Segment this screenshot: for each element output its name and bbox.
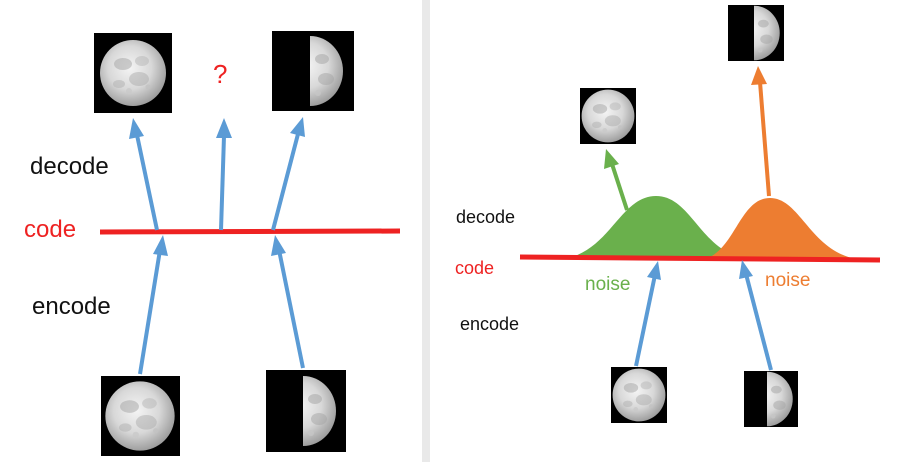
arrowhead bbox=[604, 149, 619, 169]
right-encode-label: encode bbox=[460, 314, 519, 334]
decode-arrow bbox=[135, 134, 159, 231]
left-top-half-moon-image bbox=[272, 31, 354, 111]
right-panel: decode code encode noise noise bbox=[455, 5, 881, 427]
right-bottom-full-moon-image bbox=[611, 367, 667, 423]
decode-arrow-green bbox=[610, 163, 629, 211]
arrowhead bbox=[129, 118, 144, 139]
decode-arrow bbox=[219, 135, 226, 231]
arrowhead bbox=[647, 261, 661, 280]
encode-arrow bbox=[634, 274, 657, 367]
left-panel: decode code encode ? bbox=[24, 31, 401, 456]
panel-divider bbox=[422, 0, 430, 462]
full-moon-icon bbox=[100, 40, 166, 106]
full-moon-icon bbox=[581, 89, 635, 143]
left-arrows bbox=[129, 117, 305, 375]
right-code-label: code bbox=[455, 258, 494, 278]
green-noise-distribution bbox=[563, 196, 748, 259]
arrowhead bbox=[271, 235, 286, 256]
orange-noise-distribution bbox=[705, 198, 856, 259]
right-code-line bbox=[519, 254, 881, 263]
arrowhead bbox=[216, 118, 232, 138]
left-bottom-full-moon-image bbox=[101, 376, 180, 456]
noise-right-label: noise bbox=[765, 270, 810, 291]
right-decode-label: decode bbox=[456, 207, 515, 227]
arrowhead bbox=[751, 66, 767, 85]
left-code-line bbox=[99, 228, 401, 235]
noise-left-label: noise bbox=[585, 274, 630, 295]
full-moon-icon bbox=[105, 381, 175, 451]
encode-arrow bbox=[277, 249, 305, 369]
full-moon-icon bbox=[612, 368, 666, 422]
left-code-label: code bbox=[24, 216, 76, 243]
left-top-full-moon-image bbox=[94, 33, 172, 113]
arrowhead bbox=[739, 260, 753, 279]
right-decoded-full-moon-image bbox=[580, 88, 636, 144]
question-mark: ? bbox=[213, 59, 227, 89]
arrowhead bbox=[290, 117, 305, 137]
encode-arrow bbox=[138, 249, 162, 375]
left-decode-label: decode bbox=[30, 153, 109, 180]
decode-arrow-orange bbox=[758, 81, 771, 197]
arrowhead bbox=[153, 235, 168, 256]
right-arrows bbox=[604, 66, 773, 371]
left-encode-label: encode bbox=[32, 293, 111, 320]
decode-arrow bbox=[271, 133, 300, 231]
encode-arrow bbox=[744, 273, 773, 371]
right-bottom-half-moon-image bbox=[741, 371, 798, 427]
right-top-half-moon-image bbox=[728, 5, 784, 61]
left-bottom-half-moon-image bbox=[266, 370, 346, 452]
